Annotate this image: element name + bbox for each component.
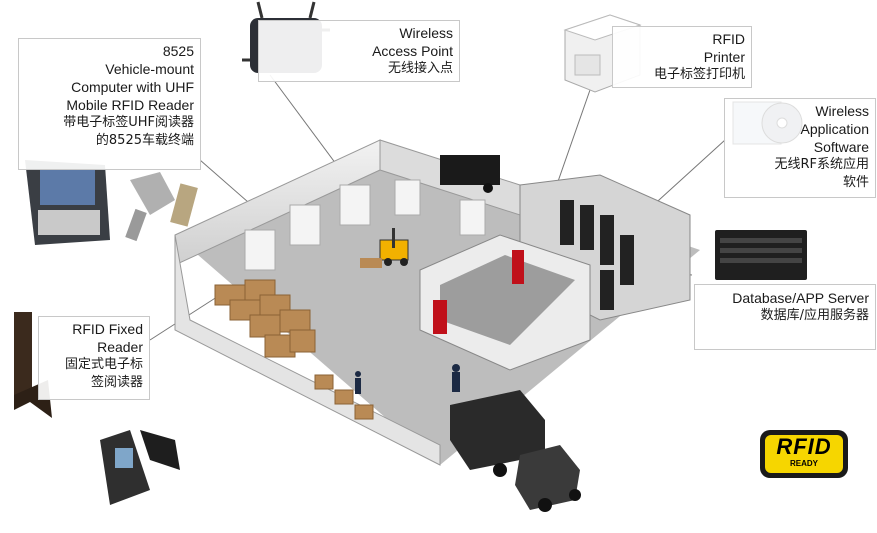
truck-back-icon: [440, 155, 500, 193]
box-pallets: [214, 279, 374, 420]
label-access-point: Wireless Access Point 无线接入点: [258, 20, 460, 82]
warehouse-front-wall: [174, 234, 441, 466]
fixed-reader-cn2: 签阅读器: [90, 375, 143, 390]
software-line1: Wireless: [815, 103, 869, 119]
vehicle-reader-line4: Mobile RFID Reader: [66, 97, 194, 113]
access-point-line1: Wireless: [399, 25, 453, 41]
label-vehicle-reader: 8525 Vehicle-mount Computer with UHF Mob…: [18, 38, 201, 170]
vehicle-reader-cn1: 带电子标签UHF阅读器: [63, 115, 194, 130]
software-line3: Software: [813, 139, 869, 155]
fixed-reader-line1: RFID Fixed: [72, 321, 143, 337]
vehicle-terminal-icon: [25, 160, 110, 245]
back-door: [512, 250, 524, 284]
server-racks: [560, 200, 634, 310]
scanner-gun-icon: [125, 172, 198, 242]
office-floor: [440, 255, 575, 345]
printer-line2: Printer: [703, 49, 745, 65]
vehicle-reader-line2: Vehicle-mount: [105, 61, 194, 77]
printer-cn1: 电子标签打印机: [653, 67, 745, 82]
badge-main-text: RFID: [776, 434, 832, 459]
truck-icon: [450, 390, 581, 512]
vehicle-reader-line1: 8525: [162, 43, 194, 59]
fixed-reader-cn1: 固定式电子标: [64, 357, 143, 372]
forklift-icon: [360, 228, 409, 268]
access-point-cn1: 无线接入点: [387, 61, 453, 76]
fixed-reader-line2: Reader: [97, 339, 143, 355]
rfid-ready-badge: RFID READY: [760, 430, 848, 478]
label-software: Wireless Application Software 无线RF系统应用 软…: [724, 98, 876, 198]
server-line1: Database/APP Server: [732, 290, 869, 306]
label-server: Database/APP Server 数据库/应用服务器: [694, 284, 876, 350]
badge-sub-text: READY: [789, 459, 818, 468]
software-cn1: 无线RF系统应用: [774, 157, 869, 172]
handheld-reader-icon: [100, 430, 180, 505]
label-printer: RFID Printer 电子标签打印机: [612, 26, 752, 88]
access-point-line2: Access Point: [372, 43, 453, 59]
vehicle-reader-cn2: 的8525车载终端: [95, 133, 194, 148]
server-cn1: 数据库/应用服务器: [760, 308, 869, 323]
vehicle-reader-line3: Computer with UHF: [71, 79, 194, 95]
roller-doors: [244, 179, 486, 271]
software-line2: Application: [800, 121, 870, 137]
server-icon: [715, 230, 807, 280]
label-fixed-reader: RFID Fixed Reader 固定式电子标 签阅读器: [38, 316, 150, 400]
workers: [355, 364, 460, 394]
software-cn2: 软件: [842, 175, 869, 190]
office-door: [433, 300, 447, 334]
printer-line1: RFID: [712, 31, 745, 47]
